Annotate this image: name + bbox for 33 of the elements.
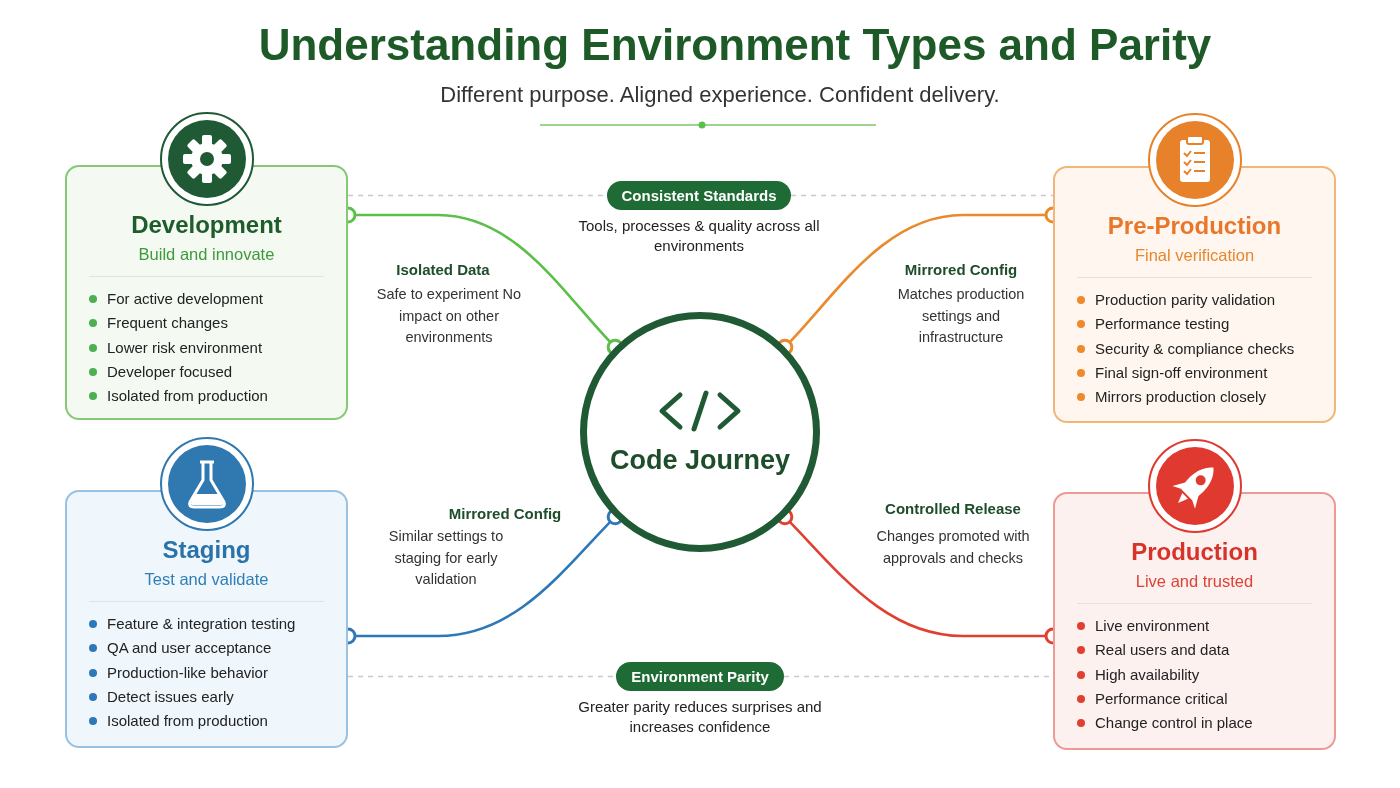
bullet-item: High availability — [1077, 662, 1200, 687]
bullet-item: QA and user acceptance — [89, 636, 272, 661]
bullet-item: Lower risk environment — [89, 335, 263, 360]
bullet-item: Performance testing — [1077, 312, 1230, 337]
card-title: Production — [1131, 538, 1258, 566]
bullet-item: Detect issues early — [89, 684, 234, 710]
card-subtitle: Live and trusted — [1135, 572, 1254, 591]
card-subtitle: Test and validate — [144, 570, 269, 589]
dashed-connector — [790, 194, 1054, 197]
card-title: Development — [131, 211, 282, 239]
title: Understanding Environment Types and Parity — [257, 20, 1213, 70]
card-title: Pre-Production — [1107, 212, 1282, 240]
bullet-item: Security & compliance checks — [1077, 336, 1295, 361]
bullet-item: Developer focused — [89, 359, 233, 385]
bullet-item: Performance critical — [1077, 686, 1228, 712]
bullet-item: Live environment — [1077, 614, 1210, 639]
bullet-item: Real users and data — [1077, 638, 1230, 663]
bullet-item: Production-like behavior — [89, 660, 268, 685]
bullet-item: Change control in place — [1077, 711, 1253, 736]
bullet-item: Final sign-off environment — [1077, 360, 1268, 386]
bullet-item: Isolated from production — [89, 709, 268, 734]
bullet-item: Production parity validation — [1077, 288, 1276, 313]
card-subtitle: Build and innovate — [138, 245, 275, 264]
card-title: Staging — [162, 536, 251, 564]
bullet-item: Feature & integration testing — [89, 612, 296, 637]
section-pill: Environment Parity — [616, 662, 784, 691]
section-pill: Consistent Standards — [607, 181, 791, 210]
bullet-item: Isolated from production — [89, 384, 268, 409]
card-subtitle: Final verification — [1134, 246, 1255, 265]
bullet-item: Frequent changes — [89, 311, 228, 336]
bullet-item: For active development — [89, 287, 263, 312]
hub-title: Code Journey — [609, 444, 790, 476]
bullet-item: Mirrors production closely — [1077, 385, 1266, 410]
